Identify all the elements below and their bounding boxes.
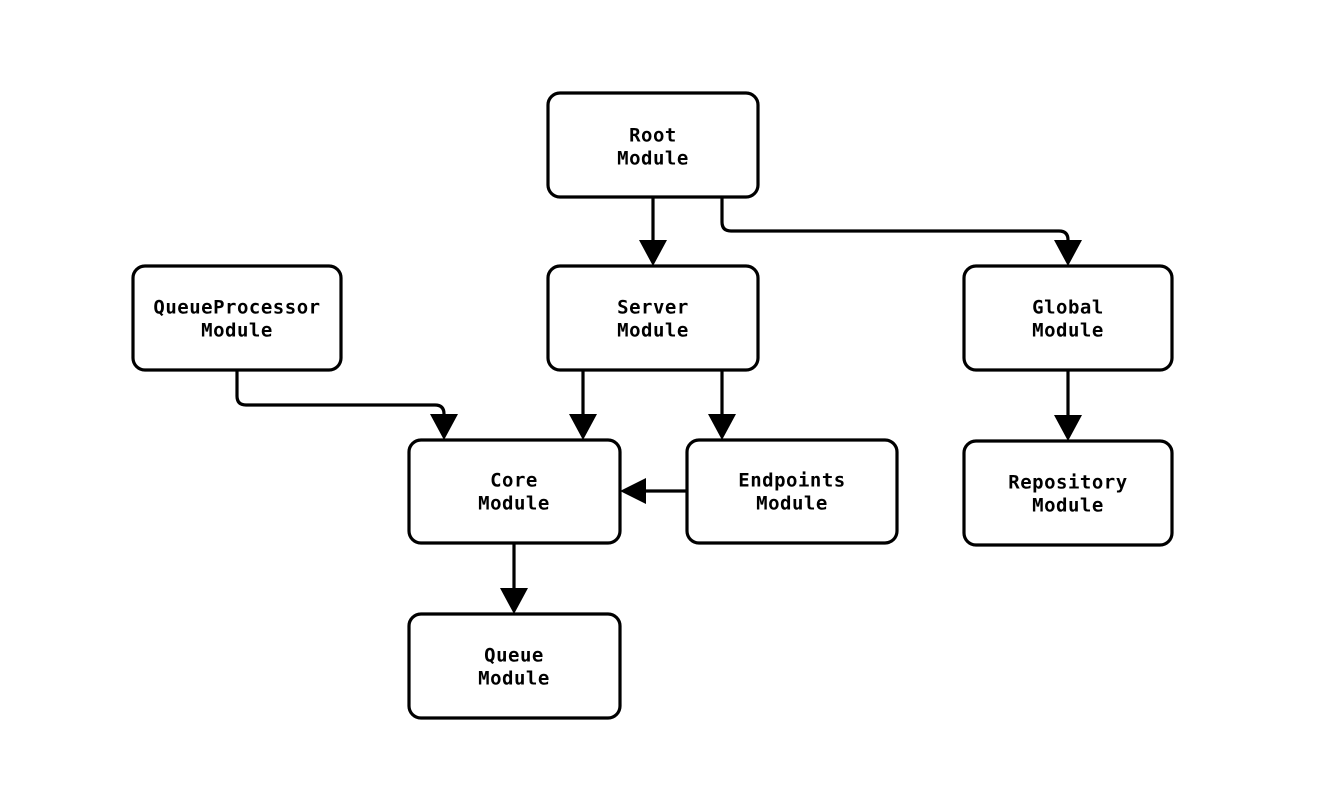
node-core-module-box[interactable] bbox=[407, 438, 622, 545]
node-server-module-label-line2: Module bbox=[617, 320, 689, 342]
arrowhead-server-to-core bbox=[569, 414, 597, 440]
node-global-module-label-line1: Global bbox=[1032, 297, 1104, 319]
node-root-module-label-line2: Module bbox=[617, 148, 689, 170]
node-endpoints-module-box[interactable] bbox=[685, 438, 899, 545]
node-queueprocessor-module-label-line1: QueueProcessor bbox=[153, 297, 320, 319]
node-repository-module[interactable]: Repository Module bbox=[962, 439, 1174, 547]
arrowhead-endpoints-to-core bbox=[620, 478, 646, 504]
node-root-module[interactable]: Root Module bbox=[546, 91, 760, 199]
node-global-module-box[interactable] bbox=[962, 264, 1174, 372]
node-endpoints-module-label-line2: Module bbox=[756, 493, 828, 515]
node-global-module[interactable]: Global Module bbox=[962, 264, 1174, 372]
node-layer: Root Module QueueProcessor Module Server… bbox=[131, 91, 1174, 720]
arrowhead-root-to-server bbox=[639, 240, 667, 266]
node-core-module-label-line2: Module bbox=[478, 493, 550, 515]
arrowhead-root-to-global bbox=[1054, 240, 1082, 266]
node-server-module-box[interactable] bbox=[546, 264, 760, 372]
edge-layer bbox=[235, 197, 1082, 614]
arrowhead-queueprocessor-to-core bbox=[430, 414, 458, 440]
node-server-module-label-line1: Server bbox=[617, 297, 689, 319]
node-repository-module-label-line2: Module bbox=[1032, 495, 1104, 517]
arrowhead-server-to-endpoints bbox=[708, 414, 736, 440]
edge-root-to-global bbox=[720, 197, 1070, 255]
node-repository-module-box[interactable] bbox=[962, 439, 1174, 547]
node-root-module-box[interactable] bbox=[546, 91, 760, 199]
node-queue-module-label-line1: Queue bbox=[484, 645, 544, 667]
node-global-module-label-line2: Module bbox=[1032, 320, 1104, 342]
node-server-module[interactable]: Server Module bbox=[546, 264, 760, 372]
arrowhead-core-to-queue bbox=[500, 588, 528, 614]
node-root-module-label-line1: Root bbox=[629, 125, 677, 147]
edge-queueprocessor-to-core bbox=[235, 370, 446, 429]
node-queue-module[interactable]: Queue Module bbox=[407, 612, 622, 720]
node-queue-module-label-line2: Module bbox=[478, 668, 550, 690]
node-core-module[interactable]: Core Module bbox=[407, 438, 622, 545]
node-queueprocessor-module-label-line2: Module bbox=[201, 320, 273, 342]
node-queue-module-box[interactable] bbox=[407, 612, 622, 720]
node-repository-module-label-line1: Repository bbox=[1008, 472, 1127, 494]
node-endpoints-module[interactable]: Endpoints Module bbox=[685, 438, 899, 545]
node-endpoints-module-label-line1: Endpoints bbox=[738, 470, 845, 492]
arrowhead-global-to-repository bbox=[1054, 415, 1082, 441]
node-queueprocessor-module-box[interactable] bbox=[131, 264, 343, 372]
node-core-module-label-line1: Core bbox=[490, 470, 538, 492]
node-queueprocessor-module[interactable]: QueueProcessor Module bbox=[131, 264, 343, 372]
